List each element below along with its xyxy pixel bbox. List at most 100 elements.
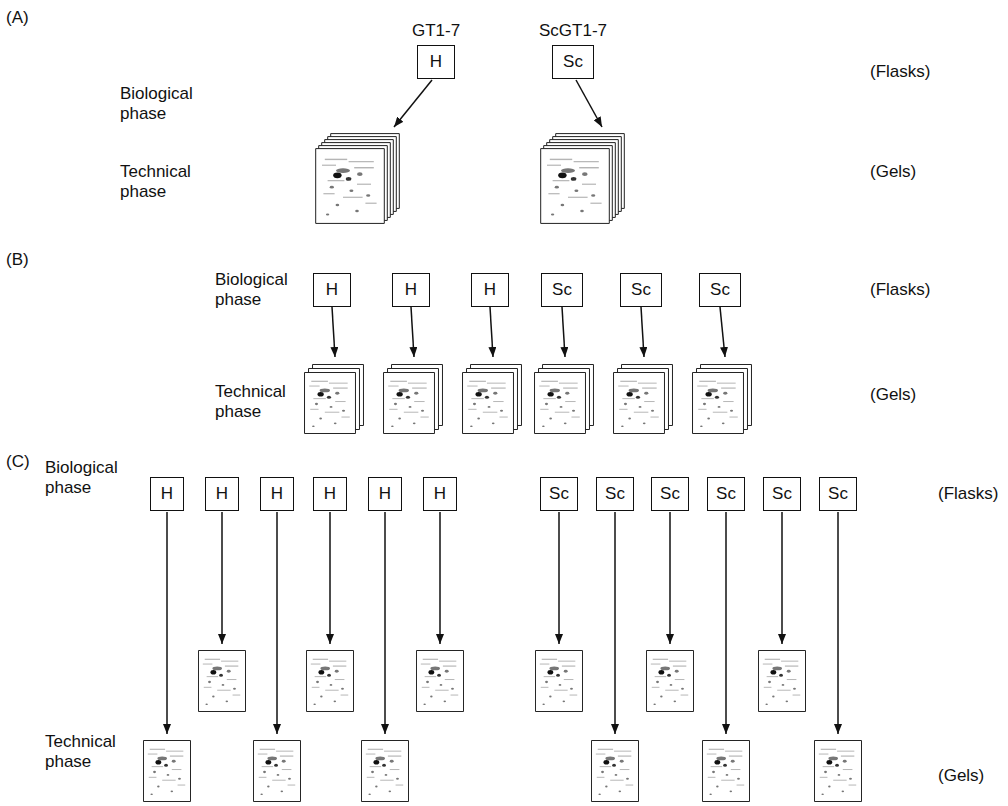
flask-label: H	[484, 280, 496, 300]
flask-box: H	[423, 477, 457, 511]
gel-image	[416, 650, 463, 711]
gel-image	[591, 740, 638, 801]
flow-arrow	[439, 512, 441, 644]
flask-box: H	[313, 273, 351, 307]
side-label: (Gels)	[938, 766, 984, 786]
gel-image	[702, 740, 749, 801]
gel-image	[305, 372, 356, 433]
flask-box: H	[392, 273, 430, 307]
flow-arrow	[837, 512, 839, 734]
flask-label: Sc	[552, 280, 572, 300]
gel-image	[535, 372, 586, 433]
gel-image	[814, 740, 861, 801]
gel-image	[306, 650, 353, 711]
gel-image	[614, 372, 665, 433]
flow-arrow	[411, 307, 414, 357]
flask-box: H	[313, 477, 347, 511]
gel-image	[384, 372, 435, 433]
flow-arrow	[332, 307, 335, 357]
gel-stack	[693, 364, 752, 433]
gel-image	[535, 650, 582, 711]
flow-arrow	[558, 512, 560, 644]
flask-box: Sc	[819, 477, 857, 511]
flask-box: H	[150, 477, 184, 511]
flask-label: H	[379, 484, 391, 504]
row-label: Biological phase	[120, 84, 212, 124]
gel-image	[646, 650, 693, 711]
flask-box: ScGT1-7Sc	[552, 45, 594, 79]
gel-stack	[384, 364, 443, 433]
flow-arrow	[562, 307, 565, 357]
flask-label: H	[271, 484, 283, 504]
flask-label: H	[430, 52, 442, 72]
flow-arrow	[781, 512, 783, 644]
flow-arrow	[669, 512, 671, 644]
flask-label: Sc	[631, 280, 651, 300]
gel-image	[316, 149, 385, 224]
gel-stack	[316, 134, 400, 224]
flask-label: H	[405, 280, 417, 300]
gel-image	[143, 740, 190, 801]
flask-box: Sc	[699, 273, 741, 307]
side-label: (Flasks)	[870, 62, 930, 82]
flow-arrow	[641, 307, 644, 357]
flow-arrow	[384, 512, 386, 734]
flow-arrow	[576, 80, 602, 127]
gel-image	[361, 740, 408, 801]
gel-image	[253, 740, 300, 801]
panel-label: (C)	[6, 452, 30, 472]
flask-label: Sc	[772, 484, 792, 504]
flask-label: H	[434, 484, 446, 504]
flask-label: Sc	[710, 280, 730, 300]
flask-box: GT1-7H	[417, 45, 455, 79]
flow-arrow	[166, 512, 168, 734]
row-label: Technical phase	[45, 732, 137, 772]
row-label: Biological phase	[45, 458, 137, 498]
flask-label: Sc	[563, 52, 583, 72]
flow-arrow	[725, 512, 727, 734]
gel-stack	[614, 364, 673, 433]
flask-box: H	[260, 477, 294, 511]
flask-label: Sc	[549, 484, 569, 504]
flow-arrow	[221, 512, 223, 644]
strain-label: ScGT1-7	[539, 21, 607, 41]
gel-stack	[535, 364, 594, 433]
panel-label: (B)	[6, 250, 29, 270]
strain-label: GT1-7	[412, 21, 460, 41]
side-label: (Flasks)	[938, 484, 998, 504]
side-label: (Gels)	[870, 162, 916, 182]
flask-box: Sc	[620, 273, 662, 307]
side-label: (Gels)	[870, 385, 916, 405]
gel-stack	[541, 134, 625, 224]
flask-label: Sc	[716, 484, 736, 504]
flow-arrow	[490, 307, 493, 357]
row-label: Technical phase	[120, 162, 212, 202]
flask-label: H	[216, 484, 228, 504]
side-label: (Flasks)	[870, 280, 930, 300]
flask-box: Sc	[540, 477, 578, 511]
flow-arrow	[394, 80, 432, 127]
flask-label: Sc	[828, 484, 848, 504]
gel-image	[463, 372, 514, 433]
flow-arrow	[720, 307, 725, 357]
gel-stack	[463, 364, 522, 433]
flask-box: Sc	[763, 477, 801, 511]
flask-box: H	[471, 273, 509, 307]
panel-label: (A)	[6, 8, 29, 28]
gel-stack	[305, 364, 364, 433]
flask-box: Sc	[541, 273, 583, 307]
flask-label: H	[326, 280, 338, 300]
flask-label: Sc	[605, 484, 625, 504]
flask-label: Sc	[660, 484, 680, 504]
flask-box: Sc	[651, 477, 689, 511]
flow-arrow	[614, 512, 616, 734]
row-label: Biological phase	[215, 270, 307, 310]
flow-arrow	[329, 512, 331, 644]
gel-image	[541, 149, 610, 224]
row-label: Technical phase	[215, 382, 307, 422]
flask-box: H	[368, 477, 402, 511]
flask-box: Sc	[707, 477, 745, 511]
flask-label: H	[161, 484, 173, 504]
flask-label: H	[324, 484, 336, 504]
